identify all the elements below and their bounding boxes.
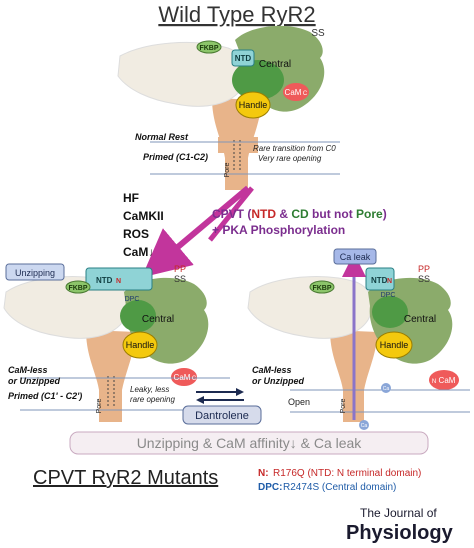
state-primed: Primed (C1-C2) [143, 152, 208, 162]
ca-leak-box [333, 248, 377, 265]
arrow-to-left [141, 185, 250, 278]
open-ryr2-diagram [247, 253, 470, 430]
left-state-primed: Primed (C1' - C2') [8, 391, 82, 401]
dantrolene-box [182, 405, 262, 425]
left-ntd-label: NTD [96, 276, 113, 285]
summary-box [69, 431, 429, 455]
handle-label: Handle [239, 100, 268, 110]
journal-line1: The Journal of [360, 506, 437, 520]
left-state-camless: CaM-less [8, 365, 48, 375]
right-ss-label: SS [418, 274, 430, 284]
right-pore-label: Pore [340, 399, 347, 414]
right-pp-label: PP [418, 264, 430, 274]
summary-text: Unzipping & CaM affinity↓ & Ca leak [137, 435, 363, 451]
dpc-value: R2474S (Central domain) [283, 482, 396, 493]
page-title: Wild Type RyR2 [158, 2, 315, 27]
cam-c-label: C [303, 91, 308, 97]
unzipped-ryr2-diagram [3, 263, 230, 422]
left-state-unzipped: or Unzipped [8, 376, 60, 386]
fkbp-label: FKBP [199, 45, 218, 52]
dpc-key: DPC: [258, 482, 282, 493]
trigger-camkii: CaMKII [123, 209, 164, 223]
right-ca-label-1: Ca [383, 386, 390, 392]
left-note-rare: rare opening [130, 395, 175, 404]
left-dpc-label: DPC [125, 296, 140, 303]
ntd-label: NTD [235, 54, 252, 63]
note-very-rare-opening: Very rare opening [258, 154, 322, 163]
right-cam-label: CaM [439, 376, 456, 385]
pore-label: Pore [224, 163, 231, 178]
left-fkbp-label: FKBP [68, 285, 87, 292]
arrow-cpvt [208, 186, 254, 242]
trigger-list: HF CaMKII ROS CaM↓ [123, 191, 164, 259]
left-pp-label: PP [174, 264, 186, 274]
left-note-leaky: Leaky, less [130, 385, 169, 394]
cpvt-line2: + PKA Phosphorylation [212, 223, 345, 237]
left-pore-label: Pore [96, 399, 103, 414]
left-n-label: N [116, 278, 121, 285]
left-central-label: Central [142, 314, 174, 325]
cpvt-line1: CPVT (NTD & CD but not Pore) [212, 207, 387, 221]
mutants-title: CPVT RyR2 Mutants [33, 467, 218, 489]
trigger-cam: CaM↓ [123, 245, 154, 259]
trigger-hf: HF [123, 191, 139, 205]
right-cam-n-label: N [432, 379, 436, 385]
cam-label: CaM [285, 88, 302, 97]
central-label: Central [259, 59, 291, 70]
journal-line2: Physiology [346, 522, 454, 544]
right-open-label: Open [288, 397, 310, 407]
right-central-label: Central [404, 314, 436, 325]
dantrolene-label: Dantrolene [195, 410, 249, 422]
left-handle-label: Handle [126, 340, 155, 350]
note-rare-transition: Rare transition from C0 [253, 144, 336, 153]
state-normal-rest: Normal Rest [135, 132, 189, 142]
right-state-unzipped: or Unzipped [252, 376, 304, 386]
right-ca-label-2: Ca [361, 423, 368, 429]
n-key: N: [258, 468, 269, 479]
right-dpc-label: DPC [381, 292, 396, 299]
right-state-camless: CaM-less [252, 365, 292, 375]
right-ntd-label: NTD [371, 276, 388, 285]
unzipping-badge: Unzipping [15, 268, 55, 278]
trigger-ros: ROS [123, 227, 149, 241]
n-value: R176Q (NTD: N terminal domain) [273, 468, 421, 479]
left-cam-c-label: C [192, 376, 197, 382]
right-fkbp-label: FKBP [312, 285, 331, 292]
right-handle-label: Handle [380, 340, 409, 350]
equilibrium-arrows [196, 388, 244, 404]
wildtype-ryr2-diagram [117, 25, 340, 190]
ca-leak-label: Ca leak [340, 252, 371, 262]
left-cam-label: CaM [174, 373, 191, 382]
right-n-label: N [387, 278, 392, 285]
ss-label: SS [311, 28, 325, 39]
left-ss-label: SS [174, 274, 186, 284]
